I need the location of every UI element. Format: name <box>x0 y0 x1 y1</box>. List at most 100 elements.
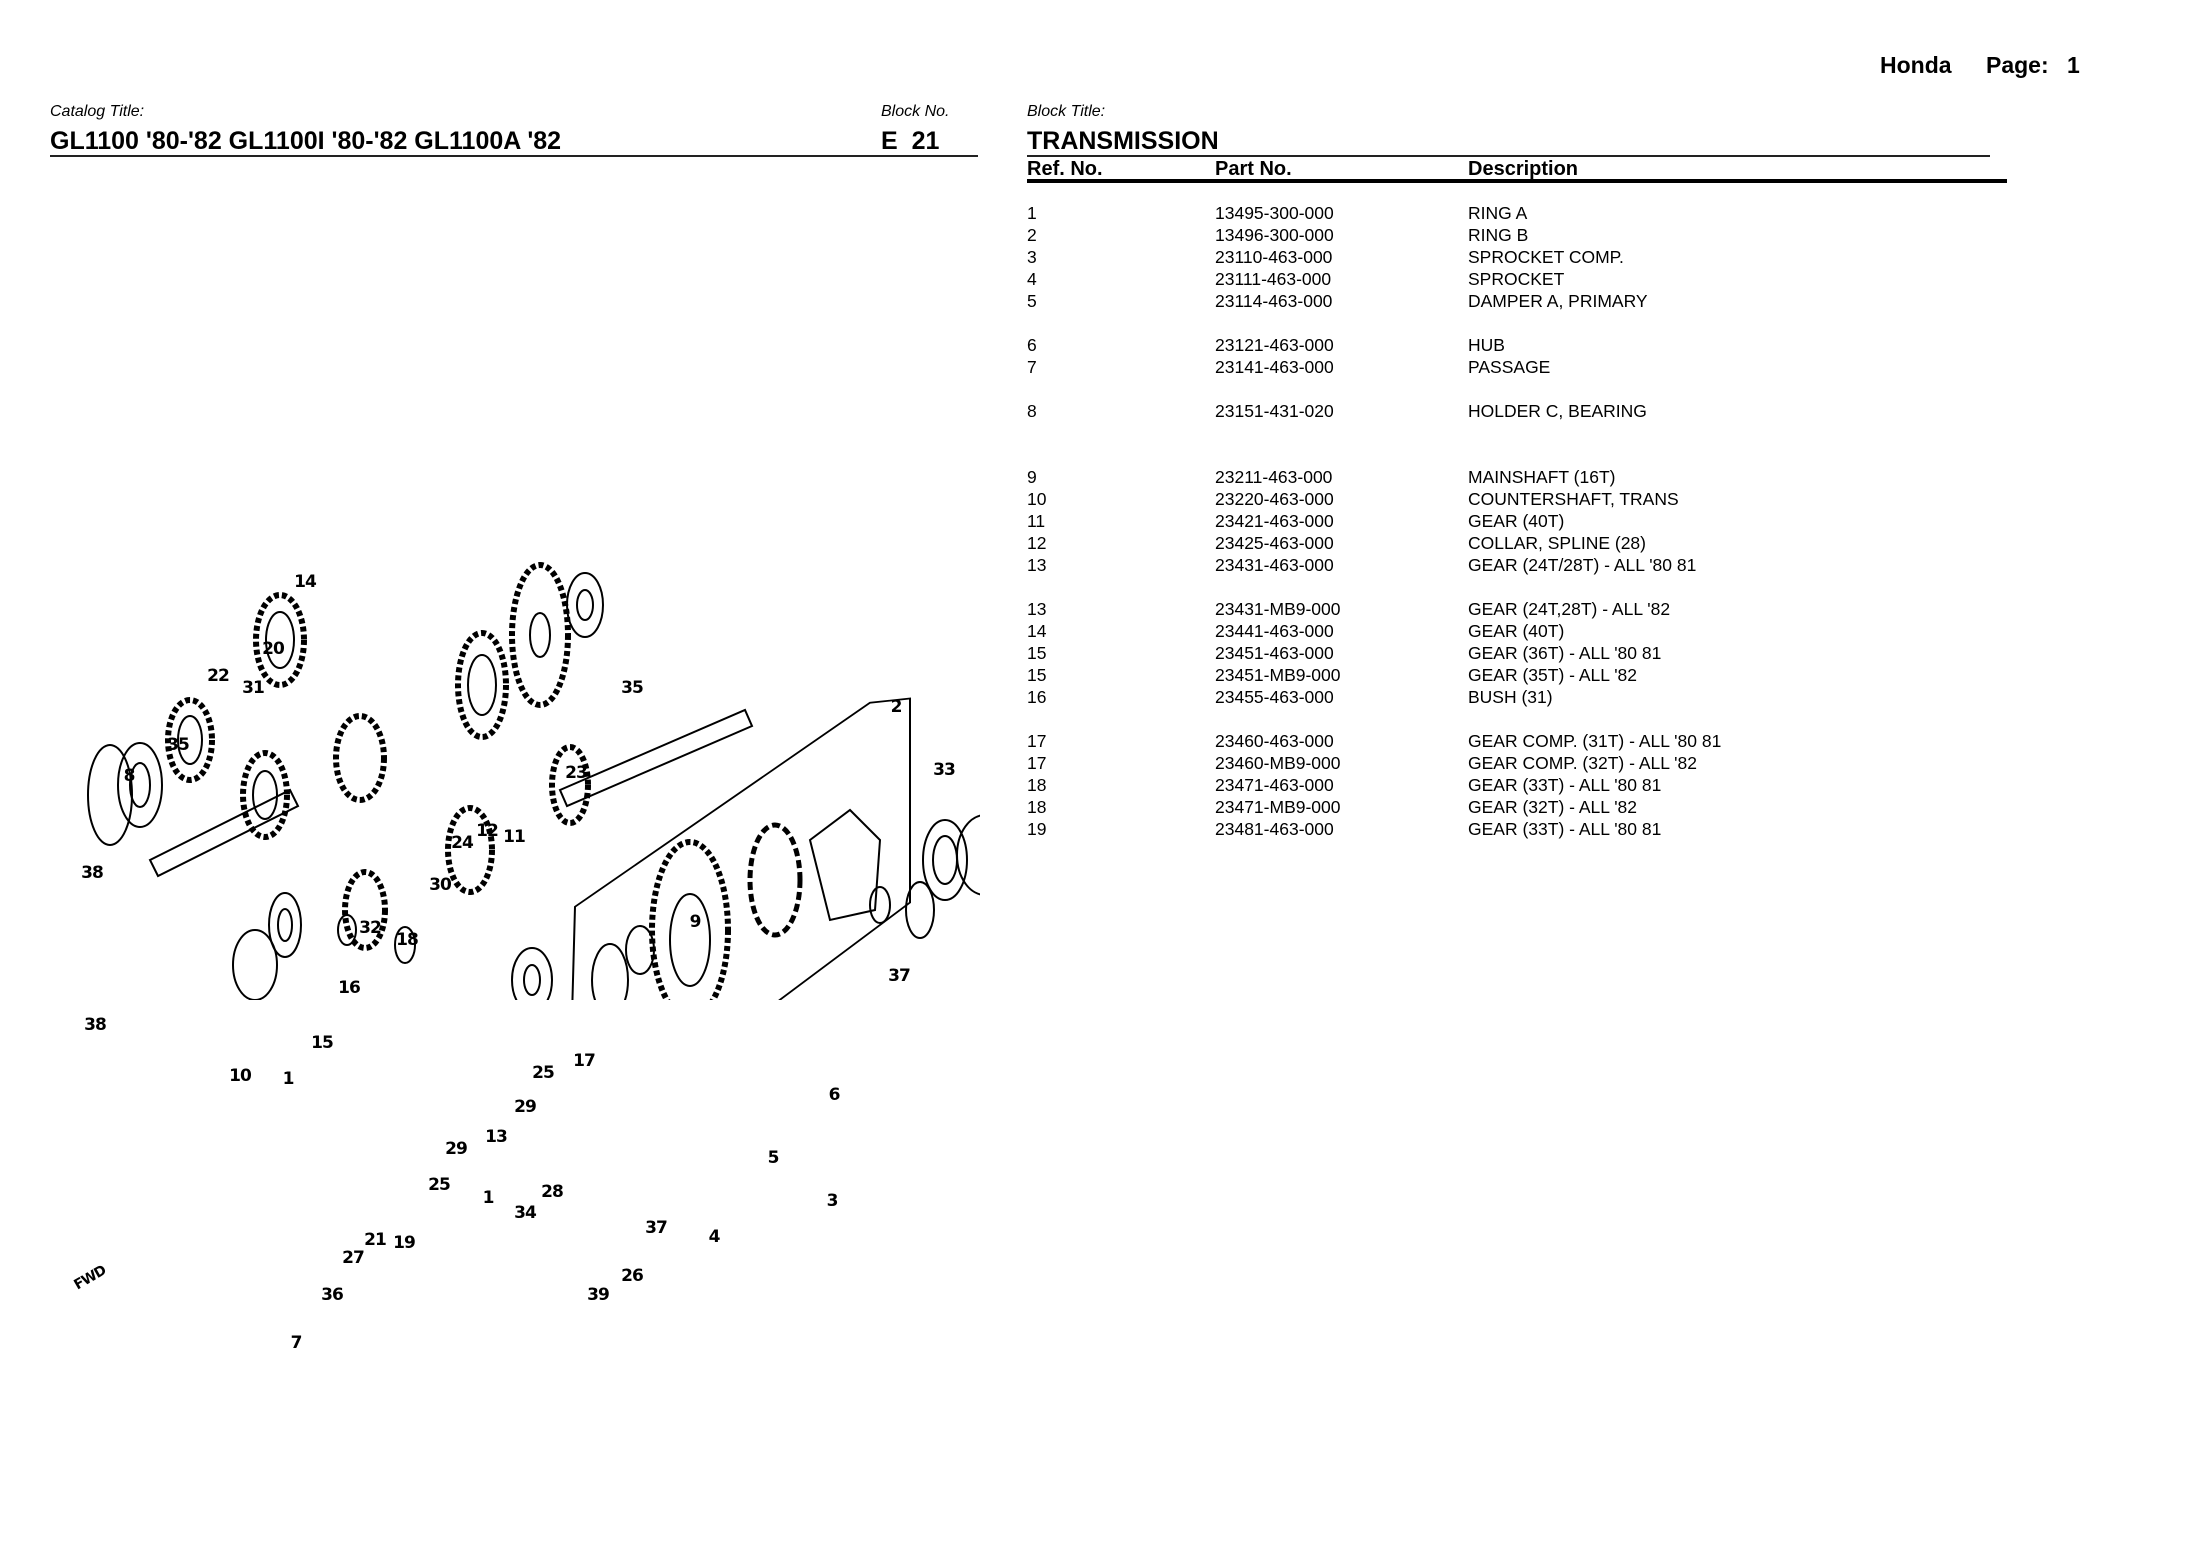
description-cell: GEAR (36T) - ALL '80 81 <box>1468 643 1662 663</box>
part-no-cell: 23425-463-000 <box>1215 533 1334 553</box>
ref-no-cell: 15 <box>1027 665 1047 685</box>
block-divider <box>1027 155 1990 157</box>
transmission-drawing <box>58 562 1014 1287</box>
ref-no-cell: 1 <box>1027 203 1037 223</box>
description-cell: GEAR COMP. (31T) - ALL '80 81 <box>1468 731 1722 751</box>
column-header-description: Description <box>1468 158 1579 180</box>
block-no: E 21 <box>881 127 940 155</box>
part-no-cell: 23211-463-000 <box>1215 467 1333 487</box>
description-cell: HUB <box>1468 335 1505 355</box>
callout-label: 18 <box>396 930 419 950</box>
part-no-cell: 23441-463-000 <box>1215 621 1334 641</box>
part-no-cell: 23471-MB9-000 <box>1215 797 1341 817</box>
description-cell: MAINSHAFT (16T) <box>1468 467 1616 487</box>
callout-label: 21 <box>364 1230 387 1250</box>
ref-no-cell: 13 <box>1027 555 1047 575</box>
description-cell: GEAR (33T) - ALL '80 81 <box>1468 775 1662 795</box>
callout-label: 15 <box>311 1033 334 1053</box>
callout-label: 11 <box>503 827 526 847</box>
callout-label: 26 <box>621 1266 644 1286</box>
description-cell: PASSAGE <box>1468 357 1551 377</box>
ref-no-cell: 8 <box>1027 401 1037 421</box>
callout-label: 1 <box>482 1188 495 1208</box>
description-cell: SPROCKET <box>1468 269 1565 289</box>
column-header-ref: Ref. No. <box>1027 158 1103 180</box>
ref-no-cell: 7 <box>1027 357 1037 377</box>
fwd-label: FWD <box>71 1262 109 1294</box>
part-no-cell: 23471-463-000 <box>1215 775 1334 795</box>
gear-shapes <box>165 562 882 1021</box>
callout-label: 33 <box>933 760 956 780</box>
description-cell: GEAR (33T) - ALL '80 81 <box>1468 819 1662 839</box>
column-header-part: Part No. <box>1215 158 1292 180</box>
callout-label: 24 <box>451 833 474 853</box>
table-header-rule <box>1027 179 2007 183</box>
block-no-label: Block No. <box>881 103 950 120</box>
page-label: Page: <box>1986 52 2049 78</box>
part-no-cell: 13496-300-000 <box>1215 225 1334 245</box>
page-number: 1 <box>2067 52 2080 78</box>
ref-no-cell: 16 <box>1027 687 1047 707</box>
callout-label: 1 <box>282 1069 295 1089</box>
callout-label: 27 <box>342 1248 365 1268</box>
ref-no-cell: 11 <box>1027 511 1046 531</box>
callout-label: 28 <box>541 1182 564 1202</box>
callout-label: 12 <box>476 821 499 841</box>
part-no-cell: 23455-463-000 <box>1215 687 1334 707</box>
part-no-cell: 23220-463-000 <box>1215 489 1334 509</box>
callout-label: 39 <box>587 1285 610 1305</box>
part-no-cell: 23121-463-000 <box>1215 335 1334 355</box>
callout-label: 38 <box>81 863 104 883</box>
description-cell: GEAR (35T) - ALL '82 <box>1468 665 1638 685</box>
part-no-cell: 23431-463-000 <box>1215 555 1334 575</box>
table-row: 13 23431-463-000 GEAR (24T/28T) - ALL '80 … <box>1027 554 2007 576</box>
description-cell: GEAR (32T) - ALL '82 <box>1468 797 1638 817</box>
ref-no-cell: 3 <box>1027 247 1037 267</box>
callout-label: 5 <box>767 1148 780 1168</box>
callout-label: 2 <box>890 697 903 717</box>
part-no-cell: 23481-463-000 <box>1215 819 1334 839</box>
part-no-cell: 23431-MB9-000 <box>1215 599 1341 619</box>
callout-label: 4 <box>708 1227 721 1247</box>
part-no-cell: 23114-463-000 <box>1215 291 1333 311</box>
description-cell: COLLAR, SPLINE (28) <box>1468 533 1646 553</box>
callout-label: 20 <box>262 639 285 659</box>
ref-no-cell: 2 <box>1027 225 1037 245</box>
part-no-cell: 23460-MB9-000 <box>1215 753 1341 773</box>
description-cell: GEAR (24T/28T) - ALL '80 81 <box>1468 555 1697 575</box>
callout-label: 22 <box>207 666 230 686</box>
table-row: 17 23460-MB9-000 GEAR COMP. (32T) - ALL '8… <box>1027 752 2007 774</box>
description-cell: GEAR COMP. (32T) - ALL '82 <box>1468 753 1697 773</box>
description-cell: HOLDER C, BEARING <box>1468 401 1647 421</box>
part-no-cell: 13495-300-000 <box>1215 203 1334 223</box>
block-title: TRANSMISSION <box>1027 127 1219 155</box>
description-cell: COUNTERSHAFT, TRANS <box>1468 489 1679 509</box>
callout-label: 13 <box>485 1127 508 1147</box>
callout-label: 6 <box>828 1085 841 1105</box>
ref-no-cell: 17 <box>1027 753 1047 773</box>
callout-label: 9 <box>689 912 702 932</box>
bearing-shapes <box>87 572 1014 1017</box>
part-no-cell: 23460-463-000 <box>1215 731 1334 751</box>
ref-no-cell: 4 <box>1027 269 1037 289</box>
catalog-title-label: Catalog Title: <box>50 103 145 120</box>
block-title-label: Block Title: <box>1027 103 1106 120</box>
callout-label: 25 <box>532 1063 555 1083</box>
callout-label: 3 <box>826 1191 839 1211</box>
